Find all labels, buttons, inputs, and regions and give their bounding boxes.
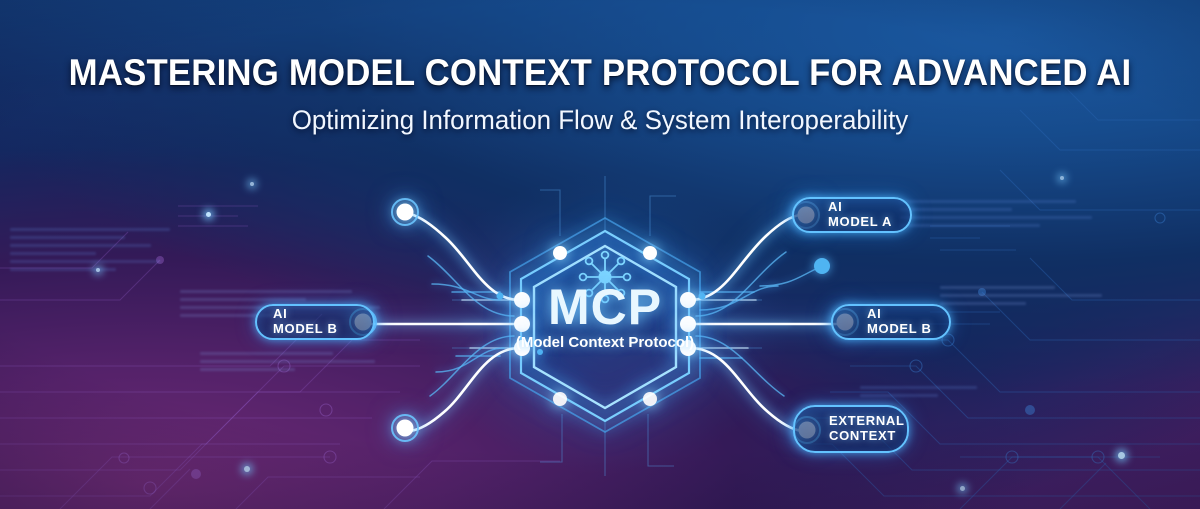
hexagon-edge-nodes	[514, 246, 696, 406]
connector-hub-to-endpoint-lower-left	[408, 346, 522, 433]
node-ai-model-b-right[interactable]: AI MODEL B	[831, 304, 951, 340]
node-label-ai-model-b-right: AI MODEL B	[867, 306, 932, 336]
node-label-ai-model-a: AI MODEL A	[828, 199, 893, 229]
spark-3	[250, 182, 254, 186]
endpoint-lower-left[interactable]	[391, 414, 419, 442]
connector-hub-to-external-context	[688, 346, 804, 433]
network-hub-icon	[578, 250, 632, 304]
page-title: MASTERING MODEL CONTEXT PROTOCOL FOR ADV…	[68, 52, 1132, 93]
connector-hub-to-ai-model-a	[688, 213, 802, 302]
endpoint-upper-left[interactable]	[391, 198, 419, 226]
hexagon-outer	[509, 216, 701, 434]
spark-2	[96, 268, 100, 272]
hub-expansion: (Model Context Protocol)	[515, 334, 695, 351]
spark-5	[1118, 452, 1125, 459]
hub-label-group: MCP (Model Context Protocol)	[510, 279, 700, 351]
spark-4	[1060, 176, 1064, 180]
hub-acronym: MCP	[547, 279, 663, 335]
hexagon-mid	[519, 229, 691, 423]
spark-7	[960, 486, 965, 491]
node-ai-model-b-left[interactable]: AI MODEL B	[255, 304, 375, 340]
spark-1	[206, 212, 211, 217]
node-ai-model-a[interactable]: AI MODEL A	[792, 197, 912, 233]
page-subtitle: Optimizing Information Flow & System Int…	[291, 105, 909, 135]
hexagon-inner	[532, 244, 678, 410]
connector-hub-to-endpoint-upper-left	[408, 212, 522, 302]
spark-6	[244, 466, 250, 472]
node-external-context[interactable]: EXTERNAL CONTEXT	[793, 405, 909, 453]
node-label-external-context: EXTERNAL CONTEXT	[829, 413, 905, 443]
node-label-ai-model-b-left: AI MODEL B	[273, 306, 338, 336]
